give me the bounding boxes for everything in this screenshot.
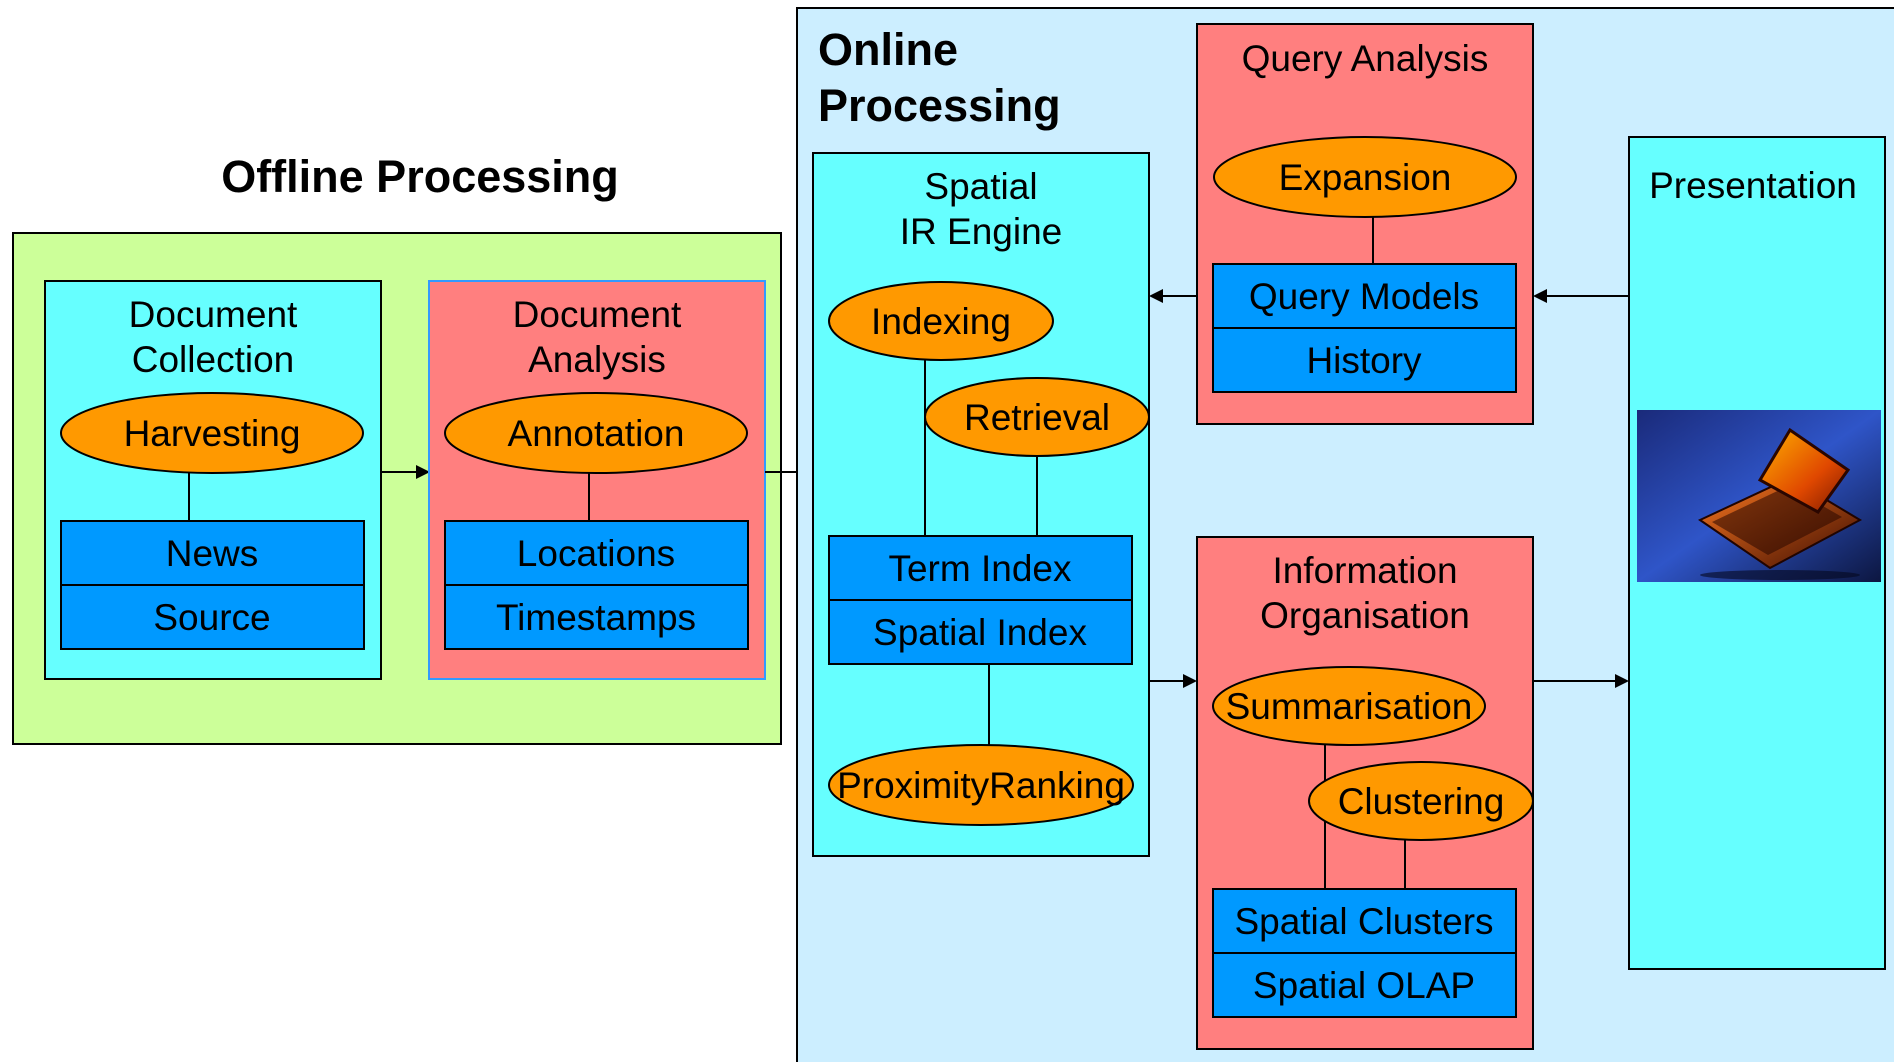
news-store-label: News (166, 533, 259, 574)
summarisation-label: Summarisation (1226, 686, 1473, 727)
online-processing-title-line2: Processing (818, 80, 1061, 131)
term-index-label: Term Index (888, 548, 1072, 589)
annotation-process (444, 392, 748, 474)
spatial-ir-engine-component: Spatial IR Engine Indexing Retrieval Ter… (812, 152, 1150, 857)
arrow-head-engine-to-organisation (1183, 674, 1197, 688)
document-analysis-component: Document Analysis Annotation Locations T… (428, 280, 766, 680)
spatial-olap-store (1212, 952, 1517, 1018)
spatial-index-label: Spatial Index (873, 612, 1087, 653)
locations-store (444, 520, 749, 586)
source-store (60, 584, 365, 650)
document-collection-component: Document Collection Harvesting News Sour… (44, 280, 382, 680)
retrieval-process (924, 377, 1150, 457)
source-store-label: Source (153, 597, 270, 638)
arrow-head-collection-to-analysis (416, 465, 430, 479)
document-analysis-title-line1: Document (513, 294, 682, 335)
offline-processing-title: Offline Processing (221, 151, 619, 202)
spatial-clusters-label: Spatial Clusters (1234, 901, 1493, 942)
retrieval-label: Retrieval (964, 397, 1110, 438)
laptop-shadow (1700, 570, 1860, 580)
term-index-store (828, 535, 1133, 601)
information-organisation-title-line2: Organisation (1260, 595, 1470, 636)
information-organisation-component: Information Organisation Summarisation C… (1196, 536, 1534, 1050)
arrow-head-query-to-engine (1149, 289, 1163, 303)
proximity-ranking-label: ProximityRanking (837, 765, 1125, 806)
spatial-ir-engine-title-line1: Spatial (924, 166, 1037, 207)
expansion-label: Expansion (1279, 157, 1452, 198)
summarisation-process (1212, 666, 1486, 746)
document-analysis-title-line2: Analysis (528, 339, 666, 380)
locations-store-label: Locations (517, 533, 675, 574)
proximity-ranking-process (828, 744, 1134, 826)
indexing-label: Indexing (871, 301, 1011, 342)
laptop-image (1637, 410, 1881, 582)
arrow-head-presentation-to-query (1533, 289, 1547, 303)
spatial-ir-engine-title-line2: IR Engine (900, 211, 1063, 252)
history-label: History (1306, 340, 1422, 381)
arrow-head-organisation-to-presentation (1615, 674, 1629, 688)
query-models-label: Query Models (1249, 276, 1479, 317)
expansion-process (1213, 136, 1517, 218)
spatial-index-store (828, 599, 1133, 665)
document-collection-title-line1: Document (129, 294, 298, 335)
presentation-title: Presentation (1649, 165, 1857, 206)
clustering-process (1308, 761, 1534, 841)
spatial-ir-engine-box (812, 152, 1150, 857)
clustering-label: Clustering (1338, 781, 1505, 822)
query-analysis-component: Query Analysis Expansion Query Models Hi… (1196, 23, 1534, 425)
spatial-olap-label: Spatial OLAP (1253, 965, 1475, 1006)
indexing-process (828, 281, 1054, 361)
harvesting-label: Harvesting (124, 413, 301, 454)
timestamps-store (444, 584, 749, 650)
news-store (60, 520, 365, 586)
document-collection-title-line2: Collection (132, 339, 294, 380)
history-store (1212, 327, 1517, 393)
online-processing-title-line1: Online (818, 24, 958, 75)
timestamps-store-label: Timestamps (496, 597, 696, 638)
harvesting-process (60, 392, 364, 474)
laptop-screen (1757, 427, 1851, 514)
annotation-label: Annotation (508, 413, 685, 454)
information-organisation-title-line1: Information (1272, 550, 1457, 591)
spatial-clusters-store (1212, 888, 1517, 954)
query-analysis-title: Query Analysis (1242, 38, 1489, 79)
presentation-component: Presentation (1628, 136, 1886, 970)
